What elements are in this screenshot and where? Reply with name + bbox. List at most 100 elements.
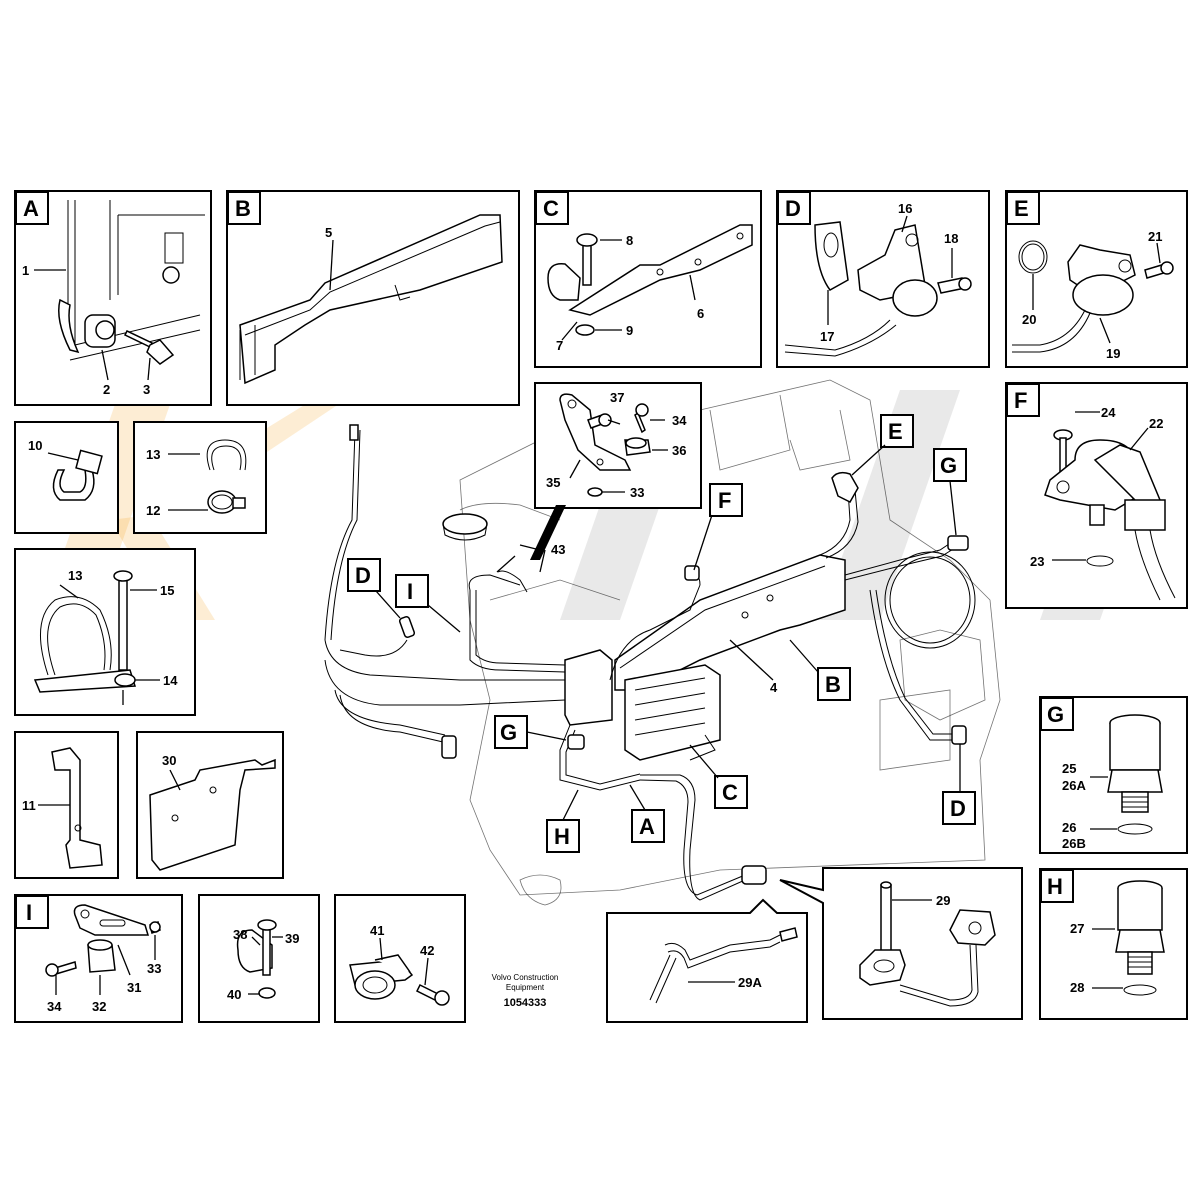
svg-text:F: F <box>1014 388 1027 413</box>
detail-box-d: D 16 18 17 <box>776 190 990 368</box>
main-tag-h: H <box>546 789 580 853</box>
footer: Volvo Construction Equipment 1054333 <box>492 973 559 1009</box>
detail-box-a: A 1 2 3 <box>14 190 212 406</box>
detail-clip-38-39-40: 38 39 40 <box>198 894 320 1023</box>
svg-text:24: 24 <box>1101 405 1116 420</box>
svg-text:29A: 29A <box>738 975 762 990</box>
svg-text:E: E <box>888 419 903 444</box>
svg-text:35: 35 <box>546 475 560 490</box>
svg-text:4: 4 <box>770 680 778 695</box>
svg-text:31: 31 <box>127 980 141 995</box>
svg-text:40: 40 <box>227 987 241 1002</box>
main-tag-d-left: D <box>347 558 401 619</box>
svg-text:10: 10 <box>28 438 42 453</box>
svg-text:16: 16 <box>898 201 912 216</box>
svg-text:13: 13 <box>68 568 82 583</box>
svg-text:32: 32 <box>92 999 106 1014</box>
svg-text:36: 36 <box>672 443 686 458</box>
svg-text:A: A <box>23 196 39 221</box>
svg-text:23: 23 <box>1030 554 1044 569</box>
detail-bracket-11: 11 <box>14 731 119 879</box>
detail-clip-41-42: 41 42 <box>334 894 466 1023</box>
svg-text:A: A <box>639 814 655 839</box>
main-tag-c: C <box>689 744 748 809</box>
svg-text:2: 2 <box>103 382 110 397</box>
detail-strap-13-15-14: 13 15 14 <box>14 548 196 716</box>
svg-text:25: 25 <box>1062 761 1076 776</box>
main-tag-i: I <box>395 574 461 633</box>
svg-text:17: 17 <box>820 329 834 344</box>
detail-box-h: H 27 28 <box>1039 868 1188 1020</box>
svg-text:27: 27 <box>1070 921 1084 936</box>
svg-text:33: 33 <box>147 961 161 976</box>
svg-text:E: E <box>1014 196 1029 221</box>
svg-text:G: G <box>940 453 957 478</box>
svg-text:H: H <box>1047 874 1063 899</box>
svg-text:19: 19 <box>1106 346 1120 361</box>
svg-text:34: 34 <box>672 413 687 428</box>
svg-text:D: D <box>355 563 371 588</box>
svg-text:I: I <box>407 579 413 604</box>
svg-text:B: B <box>825 672 841 697</box>
svg-text:39: 39 <box>285 931 299 946</box>
detail-box-c: C 8 6 7 9 <box>534 190 762 368</box>
svg-text:B: B <box>235 196 251 221</box>
detail-plate-30: 30 <box>136 731 284 879</box>
svg-text:41: 41 <box>370 923 384 938</box>
main-callout-labels: 37 34 36 35 33 43 4 <box>546 390 778 695</box>
detail-rings-13-12: 13 12 <box>133 421 267 534</box>
detail-29: 29 <box>779 867 1023 1020</box>
main-tag-e: E <box>851 414 914 476</box>
svg-text:30: 30 <box>162 753 176 768</box>
svg-text:7: 7 <box>556 338 563 353</box>
main-tag-b: B <box>789 639 851 701</box>
svg-text:5: 5 <box>325 225 332 240</box>
svg-text:C: C <box>543 196 559 221</box>
svg-text:29: 29 <box>936 893 950 908</box>
svg-text:38: 38 <box>233 927 247 942</box>
svg-text:9: 9 <box>626 323 633 338</box>
svg-text:I: I <box>26 900 32 925</box>
svg-text:20: 20 <box>1022 312 1036 327</box>
svg-text:21: 21 <box>1148 229 1162 244</box>
svg-text:15: 15 <box>160 583 174 598</box>
svg-text:22: 22 <box>1149 416 1163 431</box>
main-engine-view <box>324 379 1001 906</box>
svg-text:26B: 26B <box>1062 836 1086 851</box>
svg-text:37: 37 <box>610 390 624 405</box>
detail-box-f: F 24 22 23 <box>1005 382 1188 609</box>
svg-text:33: 33 <box>630 485 644 500</box>
svg-text:8: 8 <box>626 233 633 248</box>
svg-text:1: 1 <box>22 263 29 278</box>
svg-text:G: G <box>1047 702 1064 727</box>
svg-text:H: H <box>554 824 570 849</box>
svg-text:14: 14 <box>163 673 178 688</box>
svg-text:42: 42 <box>420 943 434 958</box>
svg-text:13: 13 <box>146 447 160 462</box>
svg-text:C: C <box>722 780 738 805</box>
svg-text:18: 18 <box>944 231 958 246</box>
svg-text:Equipment: Equipment <box>506 983 545 992</box>
svg-text:26A: 26A <box>1062 778 1086 793</box>
svg-text:12: 12 <box>146 503 160 518</box>
detail-box-e: E 21 20 19 <box>1005 190 1188 368</box>
main-tag-a: A <box>629 784 665 843</box>
svg-text:26: 26 <box>1062 820 1076 835</box>
main-tag-g-right: G <box>933 448 967 536</box>
svg-text:F: F <box>718 488 731 513</box>
svg-text:3: 3 <box>143 382 150 397</box>
detail-box-i: I 33 34 32 31 <box>14 894 183 1023</box>
detail-clip-10: 10 <box>14 421 119 534</box>
svg-text:G: G <box>500 720 517 745</box>
detail-29a: 29A <box>606 898 808 1023</box>
svg-text:D: D <box>785 196 801 221</box>
main-tag-d-right: D <box>942 744 976 825</box>
detail-box-g: G 25 26A 26 26B <box>1039 696 1188 854</box>
svg-text:11: 11 <box>22 798 36 813</box>
svg-text:34: 34 <box>47 999 62 1014</box>
svg-text:6: 6 <box>697 306 704 321</box>
detail-box-b: B 5 <box>226 190 520 406</box>
svg-text:28: 28 <box>1070 980 1084 995</box>
main-tag-f: F <box>693 483 743 571</box>
